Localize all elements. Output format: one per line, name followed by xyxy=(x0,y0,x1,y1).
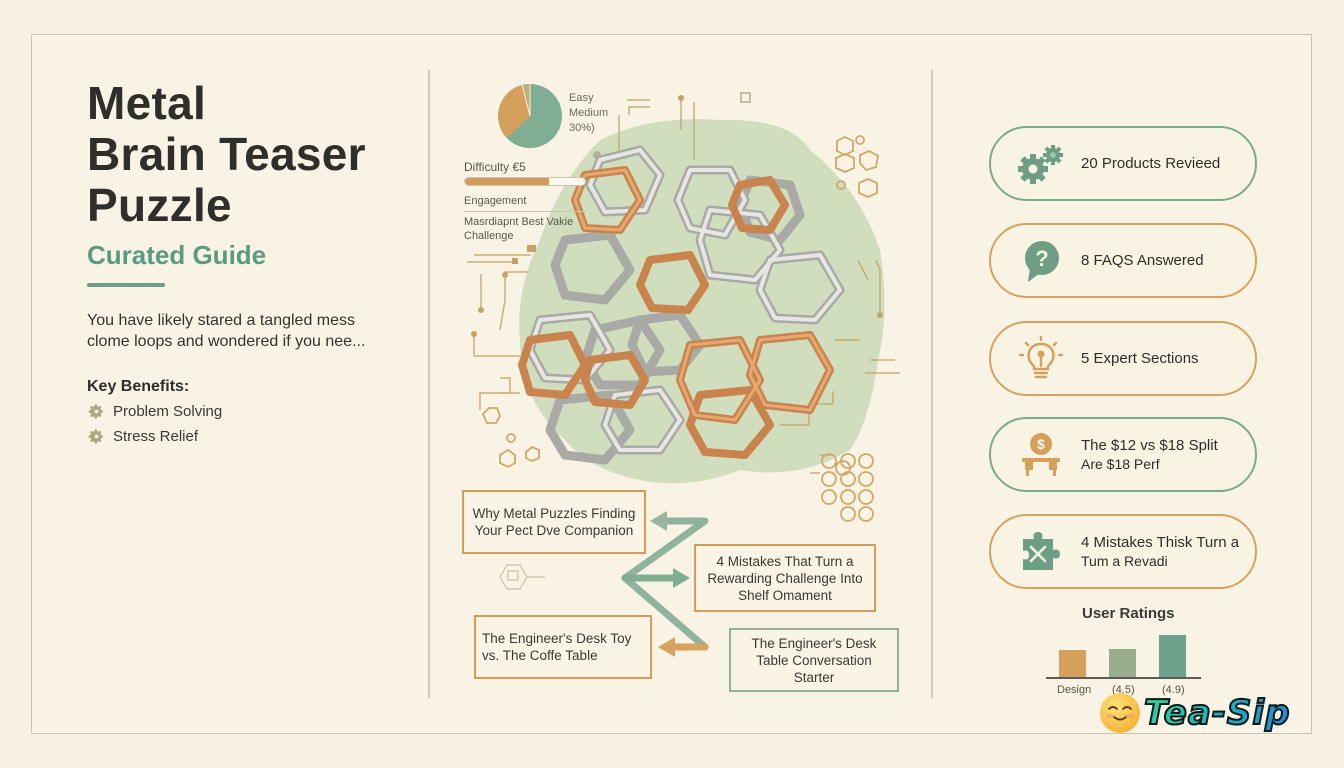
difficulty-progress-bar xyxy=(464,177,586,186)
value-label-line-2: Challenge xyxy=(464,230,514,242)
ratings-chart-title: User Ratings xyxy=(1082,605,1175,622)
benefit-label: Stress Relief xyxy=(113,428,199,445)
stat-text: 8 FAQS Answered xyxy=(1081,252,1204,270)
circuit-nodes xyxy=(471,95,883,337)
flow-arrows xyxy=(621,511,709,657)
difficulty-pie-chart xyxy=(498,83,562,148)
intro-text: You have likely stared a tangled mess cl… xyxy=(87,310,407,352)
column-divider-right xyxy=(931,70,933,698)
rating-bar-design xyxy=(1059,650,1086,677)
subtitle-underline xyxy=(87,283,165,287)
rating-bar-4-9 xyxy=(1159,635,1186,677)
topic-box-mistakes[interactable]: 4 Mistakes That Turn a Rewarding Challen… xyxy=(694,544,876,612)
pie-legend: Easy Medium 30%) xyxy=(569,91,608,136)
metal-puzzle-links xyxy=(518,145,845,465)
metric-divider xyxy=(464,211,586,212)
page-title: Metal Brain Teaser Puzzle xyxy=(87,78,366,231)
title-line-2: Brain Teaser xyxy=(87,128,366,180)
ratings-axis xyxy=(1046,677,1201,679)
stat-text: The $12 vs $18 Split Are $18 Perf xyxy=(1081,437,1218,473)
benefit-label: Problem Solving xyxy=(113,403,223,420)
benefits-heading: Key Benefits: xyxy=(87,378,190,395)
hex-decorations xyxy=(481,92,880,522)
stat-text: 20 Products Revieed xyxy=(1081,155,1220,173)
stat-card-products-reviewed[interactable]: 20 Products Revieed xyxy=(989,126,1257,201)
puzzle-piece-icon xyxy=(1023,531,1060,570)
smiling-face-icon xyxy=(1100,693,1140,733)
rating-label-4-9: (4.9) xyxy=(1162,684,1185,696)
difficulty-label: Difficulty €5 xyxy=(464,160,526,174)
svg-text:$: $ xyxy=(1037,436,1045,452)
value-label-line-1: Masrdiapnt Best Vakie xyxy=(464,216,574,228)
rating-label-design: Design xyxy=(1057,684,1092,696)
page-subtitle: Curated Guide xyxy=(87,240,267,270)
gear-icon xyxy=(88,404,103,419)
stat-line-1: The $12 vs $18 Split xyxy=(1081,436,1218,454)
stat-line-1: 20 Products Revieed xyxy=(1081,154,1221,172)
title-line-3: Puzzle xyxy=(87,179,232,231)
hex-outline-icon xyxy=(499,564,545,590)
intro-line-2: clome loops and wondered if you nee... xyxy=(87,333,366,350)
difficulty-progress-fill xyxy=(465,178,549,185)
lightbulb-icon xyxy=(1018,335,1064,378)
rating-bar-4-5 xyxy=(1109,649,1136,677)
topic-box-desk-toy[interactable]: The Engineer's Desk Toy vs. The Coffe Ta… xyxy=(474,615,652,679)
puzzle-illustration xyxy=(467,83,900,657)
benefit-item-stress-relief: Stress Relief xyxy=(88,428,198,445)
dollar-desk-icon: $ xyxy=(1022,432,1060,476)
brand-watermark: Tea-Sip xyxy=(1100,692,1291,734)
value-label: Masrdiapnt Best Vakie Challenge xyxy=(464,215,573,243)
benefit-item-problem-solving: Problem Solving xyxy=(88,403,222,420)
pie-legend-medium: Medium xyxy=(569,107,609,119)
topic-box-companion[interactable]: Why Metal Puzzles Finding Your Pect Dve … xyxy=(462,490,646,554)
stat-card-price-split[interactable]: $ The $12 vs $18 Split Are $18 Perf xyxy=(989,417,1257,492)
question-bubble-icon: ? xyxy=(1025,240,1059,282)
stat-card-mistakes[interactable]: 4 Mistakes Thisk Turn a Tum a Revadi xyxy=(989,514,1257,589)
stat-line-1: 4 Mistakes Thisk Turn a xyxy=(1081,533,1240,551)
intro-line-1: You have likely stared a tangled mess xyxy=(87,312,356,329)
stat-card-expert-sections[interactable]: 5 Expert Sections xyxy=(989,321,1257,396)
engagement-label: Engagement xyxy=(464,195,527,207)
stat-line-1: 5 Expert Sections xyxy=(1081,349,1199,367)
stat-text: 4 Mistakes Thisk Turn a Tum a Revadi xyxy=(1081,534,1239,570)
pie-legend-easy: Easy xyxy=(569,92,594,104)
column-divider-left xyxy=(428,70,430,698)
stat-line-2: Tum a Revadi xyxy=(1081,552,1168,569)
gears-icon xyxy=(1018,144,1063,184)
brand-name: Tea-Sip xyxy=(1143,692,1291,734)
stat-line-2: Are $18 Perf xyxy=(1081,455,1160,472)
stat-card-faqs-answered[interactable]: ? 8 FAQS Answered xyxy=(989,223,1257,298)
svg-text:?: ? xyxy=(1035,246,1048,271)
pie-legend-pct: 30%) xyxy=(569,122,595,134)
title-line-1: Metal xyxy=(87,77,207,129)
circuit-lines xyxy=(467,95,900,474)
stat-text: 5 Expert Sections xyxy=(1081,350,1199,368)
topic-box-conversation-starter[interactable]: The Engineer's Desk Table Conversation S… xyxy=(729,628,899,692)
stat-line-1: 8 FAQS Answered xyxy=(1081,251,1204,269)
gear-icon xyxy=(88,429,103,444)
